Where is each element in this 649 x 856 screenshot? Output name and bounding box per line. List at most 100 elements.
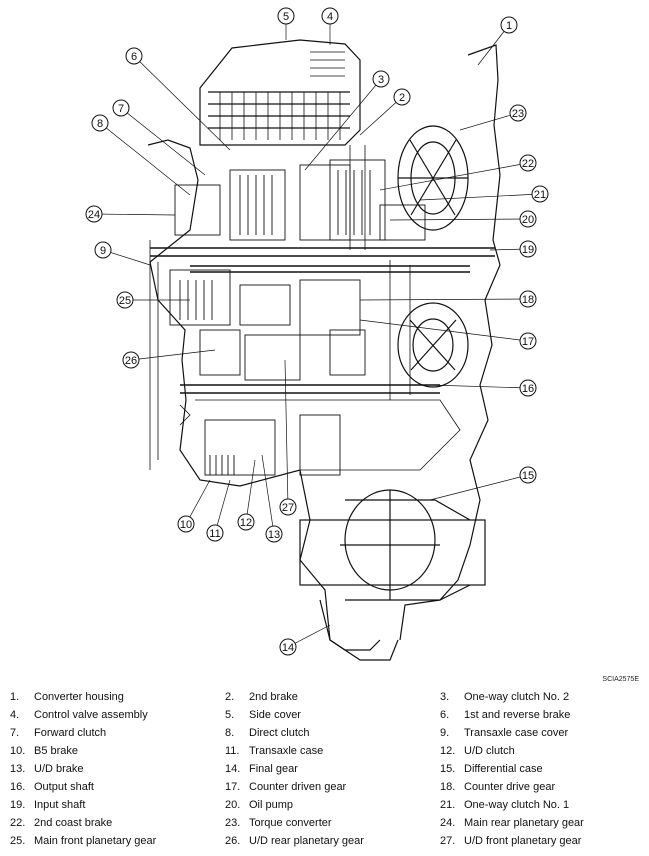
legend-item-text: One-way clutch No. 2: [464, 691, 570, 703]
legend-item-number: 13.: [10, 763, 26, 775]
callout-label-16: 16: [522, 383, 534, 395]
callout-circle-24: [85, 205, 103, 223]
callout-label-15: 15: [522, 470, 534, 482]
callout-24: 24: [85, 205, 103, 223]
callout-label-9: 9: [100, 245, 106, 257]
legend-item-text: U/D rear planetary gear: [249, 835, 364, 847]
callout-label-19: 19: [522, 244, 534, 256]
legend-item-text: 2nd brake: [249, 691, 298, 703]
callout-4: 4: [321, 7, 339, 25]
legend-item-number: 10.: [10, 745, 26, 757]
callout-leader-2: [359, 96, 403, 136]
callout-leader-21: [419, 193, 541, 201]
callout-leader-17: [359, 319, 529, 342]
legend-item-text: Output shaft: [34, 781, 94, 793]
transaxle-cross-section-diagram: 1234567891011121314151617181920212223242…: [85, 7, 549, 661]
callout-leader-23: [459, 112, 519, 131]
callout-label-5: 5: [283, 11, 289, 23]
callout-label-13: 13: [268, 529, 280, 541]
callout-leader-22: [379, 162, 529, 191]
callout-label-14: 14: [282, 642, 294, 654]
callout-9: 9: [94, 241, 112, 259]
callout-circle-21: [531, 185, 549, 203]
legend-item-text: Main front planetary gear: [34, 835, 157, 847]
callout-label-23: 23: [512, 108, 524, 120]
callout-label-1: 1: [506, 20, 512, 32]
callout-19: 19: [519, 240, 537, 258]
callout-circle-19: [519, 240, 537, 258]
legend-item-number: 18.: [440, 781, 456, 793]
legend-item-number: 2.: [225, 691, 235, 703]
legend-item-number: 20.: [225, 799, 241, 811]
callout-27: 27: [279, 498, 297, 516]
callout-circle-17: [519, 332, 537, 350]
callout-circle-13: [265, 525, 283, 543]
callout-7: 7: [112, 99, 130, 117]
side-cover-outline: [199, 39, 361, 146]
legend-item-number: 3.: [440, 691, 450, 703]
figure-code: SCIA2575E: [602, 676, 639, 683]
callout-8: 8: [91, 114, 109, 132]
callout-leader-24: [93, 213, 176, 216]
legend-item-text: Oil pump: [249, 799, 294, 811]
legend-item-text: Control valve assembly: [34, 709, 148, 721]
callout-label-11: 11: [209, 528, 220, 540]
callout-label-18: 18: [522, 294, 534, 306]
callout-5: 5: [277, 7, 295, 25]
callout-label-12: 12: [240, 517, 252, 529]
callout-label-25: 25: [119, 295, 131, 307]
callout-circle-20: [519, 210, 537, 228]
differential-assembly: [299, 489, 486, 651]
legend-item-text: Transaxle case cover: [464, 727, 569, 739]
legend-item-number: 7.: [10, 727, 20, 739]
callout-label-2: 2: [399, 92, 405, 104]
legend-item-number: 11.: [225, 745, 240, 757]
legend-item-text: Input shaft: [34, 799, 86, 811]
legend-item-number: 8.: [225, 727, 235, 739]
legend-item-text: Forward clutch: [34, 727, 107, 739]
callout-17: 17: [519, 332, 537, 350]
callout-leader-27: [284, 359, 289, 508]
callout-label-20: 20: [522, 214, 534, 226]
legend-item-number: 6.: [440, 709, 450, 721]
callout-circle-18: [519, 290, 537, 308]
legend-item-number: 22.: [10, 817, 26, 829]
callout-1: 1: [500, 16, 518, 34]
legend-item-text: Converter housing: [34, 691, 124, 703]
torque-converter: [397, 125, 469, 388]
callout-label-17: 17: [522, 336, 534, 348]
legend-item-number: 4.: [10, 709, 20, 721]
callout-3: 3: [372, 70, 390, 88]
callout-circle-26: [122, 351, 140, 369]
callout-leader-26: [130, 349, 216, 361]
legend-item-text: U/D clutch: [464, 745, 515, 757]
legend-item-number: 24.: [440, 817, 456, 829]
legend-item-number: 9.: [440, 727, 450, 739]
legend-item-number: 23.: [225, 817, 241, 829]
callout-label-4: 4: [327, 11, 333, 23]
legend-item-text: Differential case: [464, 763, 543, 775]
callout-leader-12: [245, 459, 256, 523]
callout-12: 12: [237, 513, 255, 531]
callout-label-3: 3: [378, 74, 384, 86]
callout-circle-23: [509, 104, 527, 122]
legend-item-number: 5.: [225, 709, 235, 721]
callout-label-8: 8: [97, 118, 103, 130]
legend-item-number: 19.: [10, 799, 26, 811]
legend-item-number: 12.: [440, 745, 456, 757]
callout-circle-6: [125, 47, 143, 65]
callout-18: 18: [519, 290, 537, 308]
callouts: 1234567891011121314151617181920212223242…: [85, 7, 549, 656]
callout-6: 6: [125, 47, 143, 65]
callout-22: 22: [519, 154, 537, 172]
callout-label-24: 24: [88, 209, 100, 221]
callout-circle-8: [91, 114, 109, 132]
